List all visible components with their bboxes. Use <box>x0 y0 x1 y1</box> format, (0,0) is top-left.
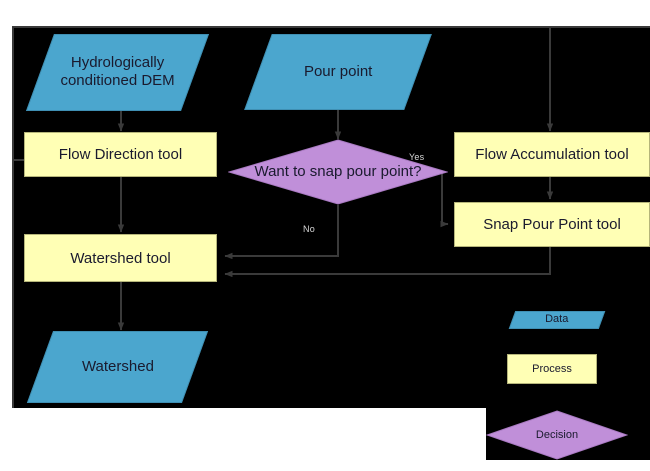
legend-item-data: Data <box>508 311 606 329</box>
legend-label-data: Data <box>545 313 569 326</box>
node-watershed-tool[interactable]: Watershed tool <box>24 234 217 282</box>
edge-label-no: No <box>303 224 315 234</box>
node-label-dem: Hydrologically conditioned DEM <box>60 54 175 90</box>
node-flow-accumulation-tool[interactable]: Flow Accumulation tool <box>454 132 650 177</box>
node-label-pour-point: Pour point <box>303 62 373 80</box>
edge-label-yes: Yes <box>409 152 425 162</box>
node-label-flow-accumulation-tool: Flow Accumulation tool <box>475 146 629 163</box>
node-watershed[interactable]: Watershed <box>26 331 209 403</box>
node-snap-pour-point-tool[interactable]: Snap Pour Point tool <box>454 202 650 247</box>
node-label-flow-direction-tool: Flow Direction tool <box>58 146 183 163</box>
node-hydrologically-conditioned-dem[interactable]: Hydrologically conditioned DEM <box>25 34 210 111</box>
node-pour-point[interactable]: Pour point <box>244 34 432 110</box>
legend-label-decision: Decision <box>535 429 579 441</box>
legend-item-decision: Decision <box>486 410 628 460</box>
legend-item-process: Process <box>507 354 597 384</box>
node-label-watershed-tool: Watershed tool <box>70 249 171 267</box>
legend-decision-diamond-shape <box>486 410 628 460</box>
node-label-snap-pour-point-tool: Snap Pour Point tool <box>483 216 621 233</box>
node-label-watershed: Watershed <box>81 357 154 375</box>
node-flow-direction-tool[interactable]: Flow Direction tool <box>24 132 217 177</box>
decision-diamond-shape <box>228 139 448 205</box>
node-label-want-to-snap-pour-point: Want to snap pour point? <box>254 163 422 180</box>
node-want-to-snap-pour-point[interactable]: Want to snap pour point? <box>228 139 448 205</box>
legend-label-process: Process <box>532 363 572 375</box>
